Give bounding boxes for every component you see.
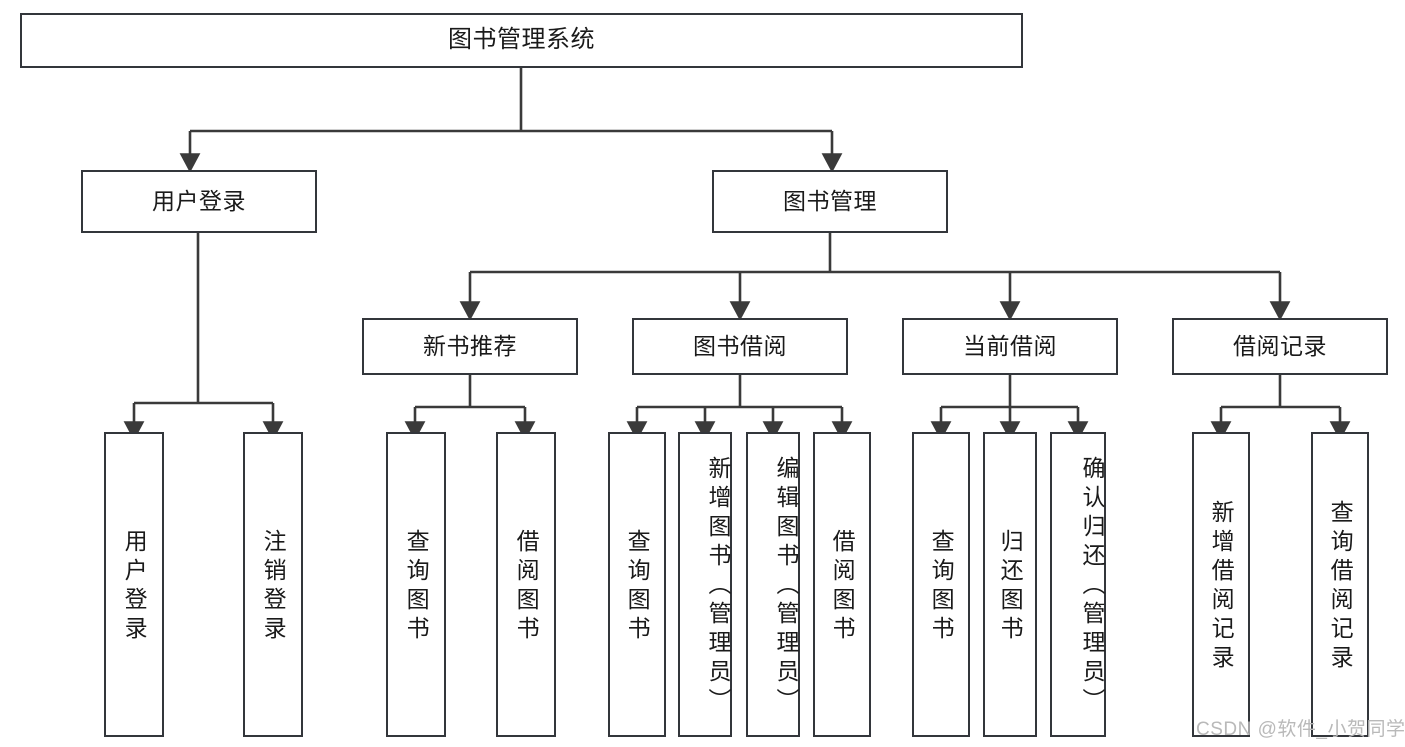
leaf-label: 查询图书	[928, 528, 955, 645]
leaf-label: 查询图书	[403, 528, 430, 645]
leaf-label: 查询图书	[624, 528, 651, 645]
leaf-label: 借阅图书	[829, 528, 856, 645]
leaf-label: 新增借阅记录	[1208, 499, 1235, 674]
leaf-label: 新增图书（管理员）	[705, 456, 731, 717]
node-leaf-add-borrow-record[interactable]: 新增借阅记录	[1192, 432, 1250, 737]
node-leaf-query-book-3[interactable]: 查询图书	[912, 432, 970, 737]
node-new-book-recommend[interactable]: 新书推荐	[362, 318, 578, 375]
node-leaf-query-book-2[interactable]: 查询图书	[608, 432, 666, 737]
node-book-manage[interactable]: 图书管理	[712, 170, 948, 233]
node-borrow-record[interactable]: 借阅记录	[1172, 318, 1388, 375]
node-leaf-logout-login[interactable]: 注销登录	[243, 432, 303, 737]
csdn-watermark: CSDN @软件_小贺同学	[1196, 719, 1405, 740]
node-leaf-return-book[interactable]: 归还图书	[983, 432, 1037, 737]
leaf-label: 查询借阅记录	[1327, 499, 1354, 674]
leaf-label: 归还图书	[997, 528, 1024, 645]
node-leaf-add-book-admin[interactable]: 新增图书（管理员）	[678, 432, 732, 737]
node-current-borrow[interactable]: 当前借阅	[902, 318, 1118, 375]
node-leaf-query-borrow-record[interactable]: 查询借阅记录	[1311, 432, 1369, 737]
leaf-label: 确认归还（管理员）	[1079, 456, 1105, 717]
leaf-label: 借阅图书	[513, 528, 540, 645]
node-user-login[interactable]: 用户登录	[81, 170, 317, 233]
node-leaf-borrow-book-1[interactable]: 借阅图书	[496, 432, 556, 737]
leaf-label: 编辑图书（管理员）	[773, 456, 799, 717]
node-root-system[interactable]: 图书管理系统	[20, 13, 1023, 68]
node-leaf-edit-book-admin[interactable]: 编辑图书（管理员）	[746, 432, 800, 737]
node-leaf-borrow-book-2[interactable]: 借阅图书	[813, 432, 871, 737]
node-book-borrow[interactable]: 图书借阅	[632, 318, 848, 375]
leaf-label: 用户登录	[121, 528, 148, 645]
node-leaf-query-book-1[interactable]: 查询图书	[386, 432, 446, 737]
leaf-label: 注销登录	[260, 528, 287, 645]
node-leaf-confirm-return-admin[interactable]: 确认归还（管理员）	[1050, 432, 1106, 737]
node-leaf-user-login[interactable]: 用户登录	[104, 432, 164, 737]
